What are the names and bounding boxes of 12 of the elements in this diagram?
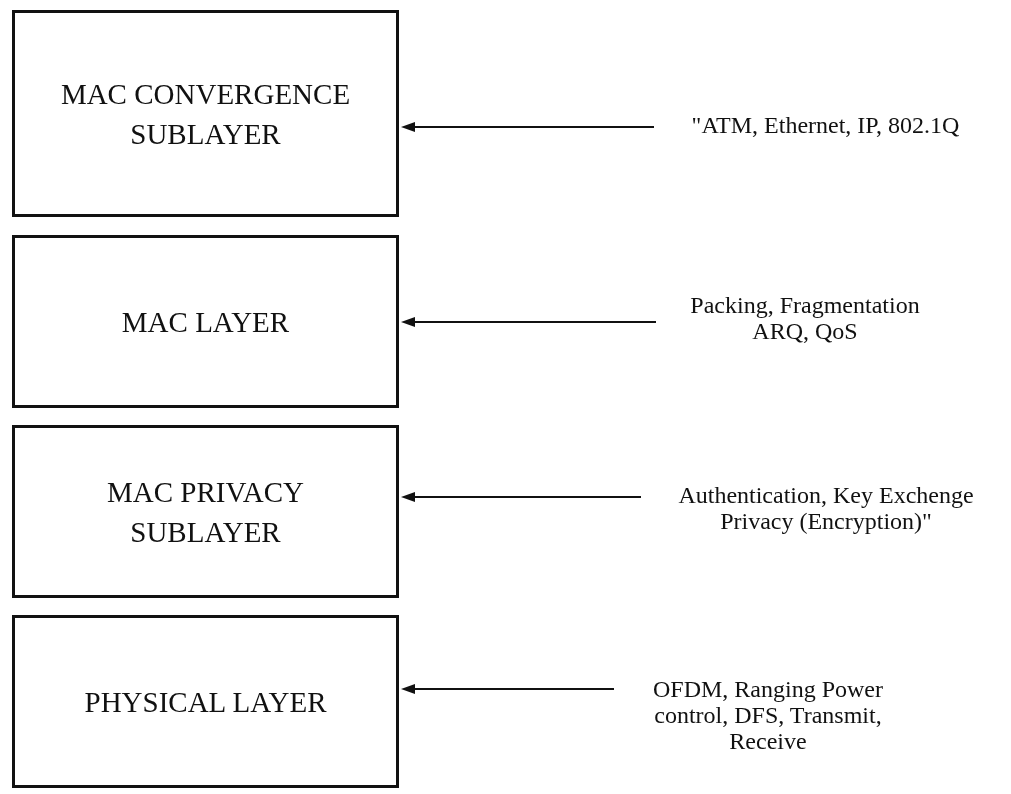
feature-text: Authentication, Key Exchenge Privacy (Encryption)"	[677, 482, 975, 534]
layer-label: MAC LAYER	[121, 304, 290, 340]
layer-label: PHYSICAL LAYER	[84, 684, 327, 720]
layer-label: MAC PRIVACY SUBLAYER	[106, 474, 305, 550]
layer-box	[12, 10, 399, 217]
layer-box	[12, 615, 399, 788]
feature-text: "ATM, Ethernet, IP, 802.1Q	[690, 112, 961, 138]
feature-text: Packing, Fragmentation ARQ, QoS	[689, 292, 921, 344]
layer-box	[12, 235, 399, 408]
feature-text: OFDM, Ranging Power control, DFS, Transmit, Receive	[652, 676, 884, 754]
layer-label: MAC CONVERGENCE SUBLAYER	[59, 76, 352, 152]
layer-box	[12, 425, 399, 598]
